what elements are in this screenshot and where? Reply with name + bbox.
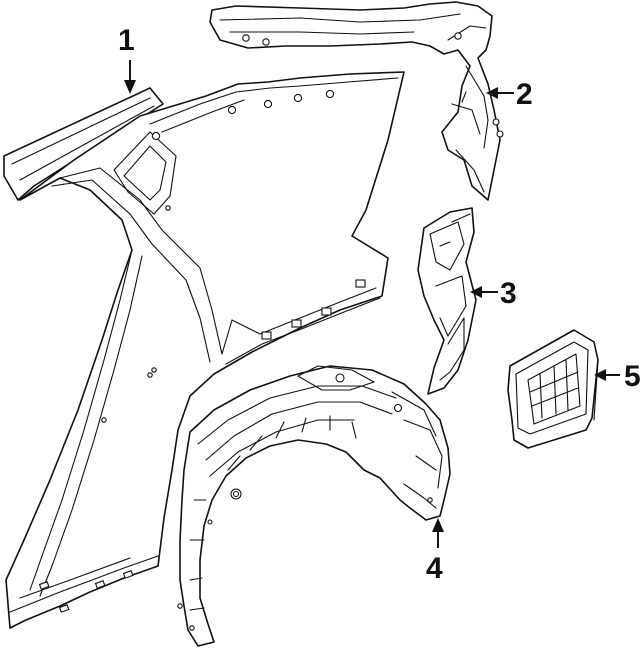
callout-5: 5 xyxy=(594,360,640,393)
callout-1: 1 xyxy=(118,24,136,94)
upper-bracket xyxy=(209,1,504,201)
wheelhouse-liner xyxy=(177,365,451,647)
callout-5-label: 5 xyxy=(624,360,640,393)
callout-2: 2 xyxy=(486,78,533,111)
callout-2-label: 2 xyxy=(516,78,533,111)
callout-3-label: 3 xyxy=(500,277,517,310)
inner-brace xyxy=(417,207,477,395)
quarter-panel xyxy=(3,71,405,629)
callout-1-label: 1 xyxy=(118,24,135,57)
pressure-vent xyxy=(507,329,599,449)
callout-3: 3 xyxy=(470,277,517,310)
callout-4: 4 xyxy=(426,518,444,585)
callout-4-label: 4 xyxy=(426,552,443,585)
